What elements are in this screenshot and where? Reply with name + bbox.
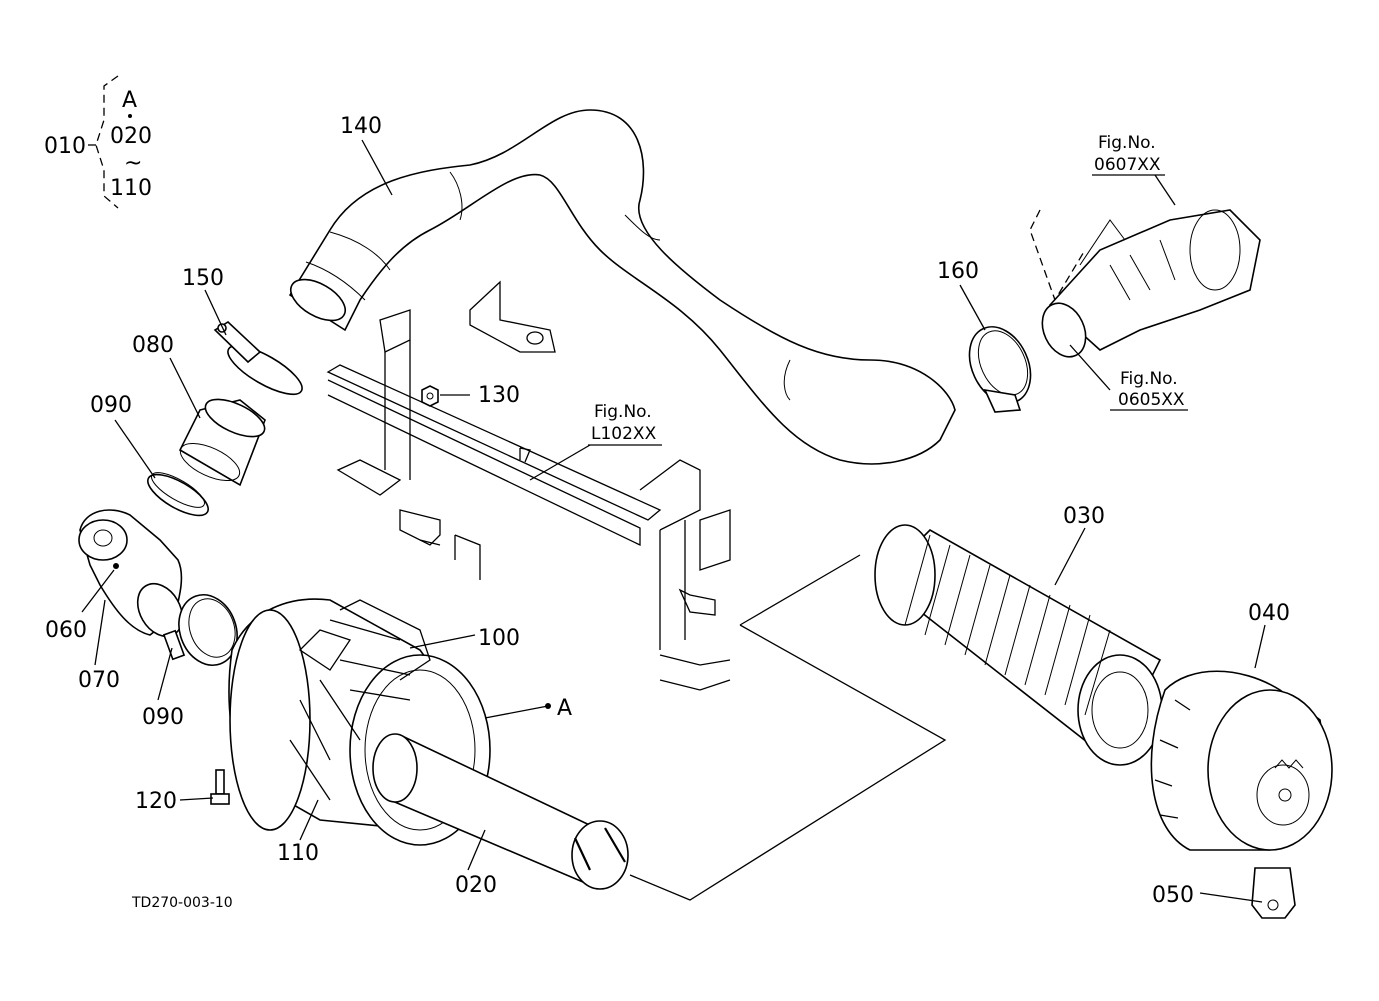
- group-label-middle: 020: [110, 124, 152, 149]
- group-bracket: 010 A 020 ~ 110: [44, 75, 152, 209]
- label-ref-a: A: [557, 696, 572, 721]
- frame-bracket: [326, 280, 731, 691]
- fig-ref-0607-title: Fig.No.: [1098, 133, 1156, 153]
- cover-040: [1150, 670, 1333, 851]
- valve-050: [1251, 867, 1296, 919]
- label-020: 020: [455, 873, 497, 898]
- bolt-120: [210, 769, 230, 805]
- label-150: 150: [182, 266, 224, 291]
- label-060: 060: [45, 618, 87, 643]
- label-160: 160: [937, 259, 979, 284]
- group-label-bottom: 110: [110, 176, 152, 201]
- figure-references: Fig.No. 0607XX Fig.No. 0605XX Fig.No. L1…: [591, 133, 1185, 444]
- fig-ref-0605-code: 0605XX: [1118, 390, 1185, 410]
- hose-clamp-160: [968, 326, 1032, 413]
- intake-hose: [288, 109, 956, 465]
- leader-lines: [81, 139, 1266, 903]
- label-080: 080: [132, 333, 174, 358]
- label-070: 070: [78, 668, 120, 693]
- fig-ref-l102-code: L102XX: [591, 424, 657, 444]
- group-label-top: A: [122, 88, 137, 113]
- hose-clamp-090-lower: [162, 594, 238, 666]
- nut-130: [421, 385, 439, 407]
- pipe-080: [178, 398, 266, 487]
- hose-clamp-090-upper: [147, 472, 209, 517]
- label-090-upper: 090: [90, 393, 132, 418]
- label-140: 140: [340, 114, 382, 139]
- label-130: 130: [478, 383, 520, 408]
- turbocharger: [1029, 209, 1261, 358]
- hose-clamp-150: [213, 320, 303, 396]
- label-090-lower: 090: [142, 705, 184, 730]
- label-100: 100: [478, 626, 520, 651]
- fig-ref-0607-code: 0607XX: [1094, 155, 1161, 175]
- group-label-tilde: ~: [124, 151, 142, 176]
- part-labels: 140 150 080 090 060 070 090 100 A 120 11…: [45, 114, 1290, 908]
- label-110: 110: [277, 841, 319, 866]
- fig-ref-l102-title: Fig.No.: [594, 402, 652, 422]
- label-040: 040: [1248, 601, 1290, 626]
- elbow-060-070: [78, 509, 184, 638]
- group-label-main: 010: [44, 134, 86, 159]
- label-050: 050: [1152, 883, 1194, 908]
- label-030: 030: [1063, 504, 1105, 529]
- label-120: 120: [135, 789, 177, 814]
- fig-ref-0605-title: Fig.No.: [1120, 369, 1178, 389]
- drawing-code: TD270-003-10: [131, 895, 233, 911]
- element-020: [372, 733, 629, 890]
- filter-element-030: [874, 524, 1163, 766]
